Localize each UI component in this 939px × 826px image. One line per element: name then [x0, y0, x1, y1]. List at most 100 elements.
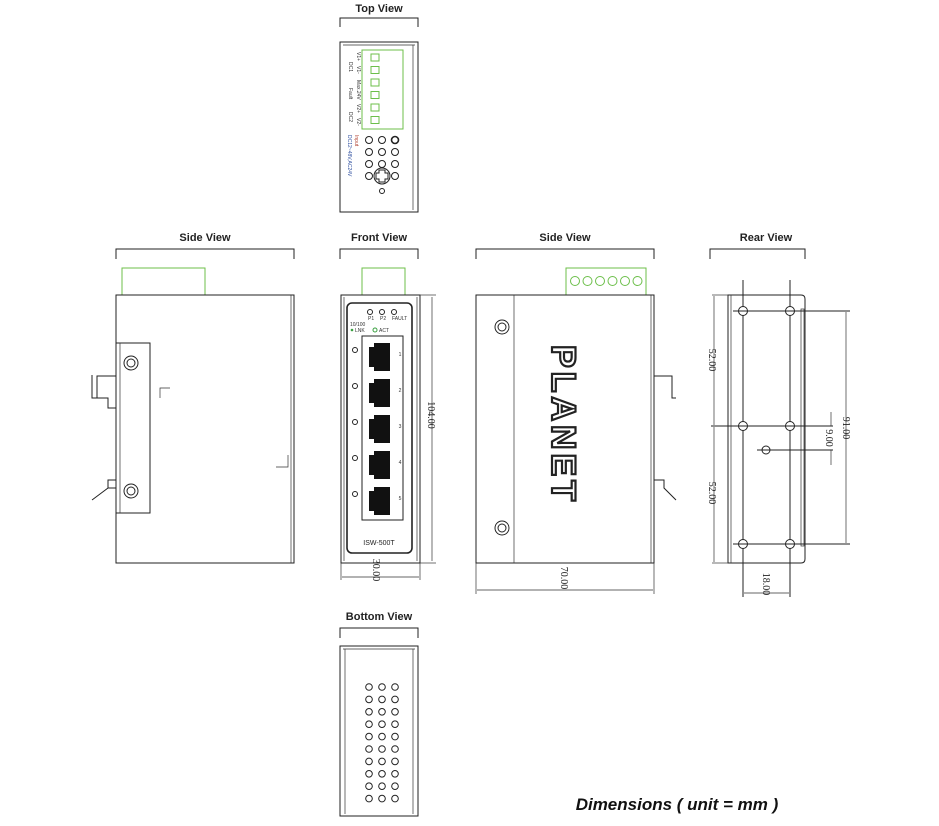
front-view-bracket	[339, 248, 419, 259]
terminal-square	[370, 66, 380, 74]
vent-hole	[378, 794, 386, 803]
din-clip-plate	[115, 342, 151, 514]
vent-hole	[378, 148, 386, 156]
label-v2p: V2+	[355, 104, 361, 113]
rj45-port	[369, 415, 390, 443]
vent-hole	[391, 770, 399, 778]
rear-offset-dimension: 9.00	[823, 429, 834, 447]
rj45-port	[369, 451, 390, 479]
terminal-square	[370, 116, 380, 124]
led-label: P2	[380, 316, 386, 322]
terminal-square	[370, 78, 380, 87]
label-input-rating: DC12~48V,AC24V	[346, 135, 352, 177]
screw-cross-icon	[375, 169, 389, 183]
vent-hole	[390, 135, 400, 145]
vent-hole	[365, 695, 373, 704]
port-led	[352, 491, 358, 497]
vent-hole	[378, 160, 386, 168]
vent-hole	[391, 732, 399, 741]
label-v1p: V1+	[355, 52, 361, 61]
rj45-port	[369, 343, 390, 371]
top-view-body	[339, 41, 419, 213]
vent-hole	[391, 720, 399, 729]
vent-hole	[365, 160, 373, 168]
vent-hole	[378, 782, 386, 791]
terminal-screw	[620, 276, 630, 286]
terminal-square	[370, 91, 380, 99]
din-rail-clip-right	[654, 375, 677, 501]
terminal-block-side	[121, 267, 206, 296]
port-number: 2	[399, 388, 402, 394]
vent-hole	[365, 732, 373, 741]
vent-hole	[378, 136, 386, 144]
vent-hole	[378, 683, 386, 691]
vent-hole	[391, 683, 399, 691]
terminal-screw	[632, 276, 643, 286]
led-label: P1	[368, 316, 374, 322]
label-v1m: V1-	[355, 66, 361, 74]
side-view-right-title: Side View	[539, 232, 591, 244]
terminal-screw	[607, 276, 618, 286]
port-number: 4	[399, 460, 402, 466]
rear-view-bracket	[709, 248, 806, 259]
port-frame	[361, 335, 404, 521]
brand-logo: PLANET	[544, 345, 582, 505]
vent-hole	[378, 695, 386, 704]
terminal-screw	[570, 276, 580, 286]
vent-hole	[391, 695, 399, 704]
side-view-left: Side View	[91, 232, 295, 564]
vent-hole	[378, 770, 386, 778]
rj45-port	[369, 487, 390, 515]
bottom-view-body	[339, 645, 419, 817]
port-number: 5	[399, 496, 402, 502]
vent-hole	[365, 148, 373, 156]
rear-upper-dimension: 52.00	[706, 349, 717, 372]
port-led	[352, 419, 358, 425]
terminal-square	[370, 103, 380, 112]
side-view-right: Side View PLANET 70.00	[475, 232, 677, 594]
label-fault: Fault	[347, 88, 353, 100]
side-view-left-body	[115, 294, 295, 564]
label-act: ACT	[379, 328, 389, 334]
bottom-view-title: Bottom View	[346, 611, 413, 623]
top-view-bracket	[339, 17, 419, 27]
port-led	[352, 455, 358, 461]
vent-hole	[365, 720, 373, 729]
vent-hole	[378, 732, 386, 741]
front-view-title: Front View	[351, 232, 407, 244]
vent-hole	[365, 770, 373, 778]
vent-hole	[391, 708, 399, 716]
vent-hole	[365, 708, 373, 716]
label-dc1: DC1	[347, 62, 353, 72]
model-label: ISW-500T	[363, 540, 395, 547]
rear-view-body	[727, 294, 806, 564]
front-panel	[346, 302, 413, 554]
vent-hole	[391, 782, 399, 791]
dimensions-caption: Dimensions ( unit = mm )	[576, 795, 779, 814]
vent-hole	[378, 720, 386, 729]
led-p1	[367, 309, 373, 315]
side-view-right-body	[475, 294, 655, 564]
terminal-block	[361, 49, 404, 130]
din-rail-clip	[91, 375, 116, 501]
vent-hole	[365, 172, 373, 180]
label-dc2: DC2	[347, 112, 353, 122]
side-view-left-title: Side View	[179, 232, 231, 244]
terminal-square	[370, 53, 380, 62]
top-view: Top View DC1 V1+ V1- Fault Max.24V DC2 V…	[339, 3, 419, 213]
vent-hole	[365, 745, 373, 753]
terminal-block-front	[361, 267, 406, 295]
vent-hole	[365, 794, 373, 803]
label-input: Input	[353, 135, 359, 147]
height-dimension: 104.00	[425, 401, 436, 429]
vent-hole	[391, 160, 399, 168]
side-view-right-bracket	[475, 248, 655, 259]
depth-dimension: 70.00	[558, 567, 569, 590]
vent-hole	[378, 708, 386, 716]
label-fault-rating: Max.24V	[355, 80, 361, 100]
vent-hole	[391, 745, 399, 753]
ground-icon	[379, 188, 385, 194]
